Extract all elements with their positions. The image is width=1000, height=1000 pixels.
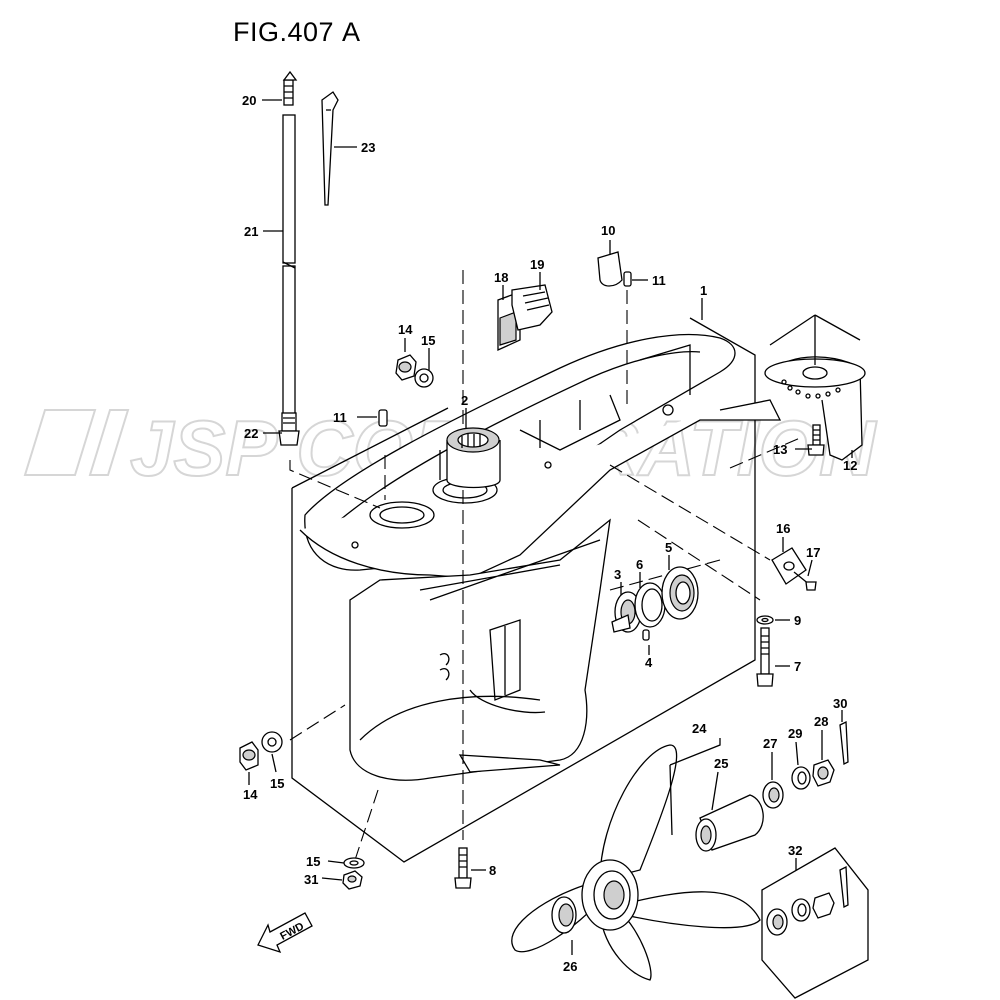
label-24: 24 bbox=[692, 721, 707, 736]
label-1: 1 bbox=[700, 283, 707, 298]
label-19: 19 bbox=[530, 257, 544, 272]
part-number-labels: 20 23 21 22 14 15 11 2 10 11 18 19 1 12 … bbox=[242, 93, 857, 974]
leader-lines bbox=[248, 99, 853, 955]
bolt-8[interactable] bbox=[454, 847, 472, 889]
label-10: 10 bbox=[601, 223, 615, 238]
label-11-left: 11 bbox=[333, 410, 347, 425]
bolt-plate[interactable] bbox=[793, 571, 817, 591]
thrust-washer[interactable] bbox=[551, 896, 577, 934]
cap-plug[interactable] bbox=[597, 251, 623, 287]
bolt-trim-tab[interactable] bbox=[807, 424, 825, 456]
label-11-right: 11 bbox=[652, 273, 666, 288]
label-6: 6 bbox=[636, 557, 643, 572]
key-pin[interactable] bbox=[642, 629, 650, 641]
label-21: 21 bbox=[244, 224, 258, 239]
propeller[interactable] bbox=[511, 744, 761, 981]
label-13: 13 bbox=[773, 442, 787, 457]
label-32: 32 bbox=[788, 843, 802, 858]
cotter-pin-30[interactable] bbox=[839, 720, 849, 766]
hardware-kit-box[interactable] bbox=[761, 847, 869, 999]
bolt-7[interactable] bbox=[756, 627, 774, 687]
bolt-upper-left[interactable] bbox=[395, 354, 417, 381]
nut-31[interactable] bbox=[342, 870, 363, 890]
label-30: 30 bbox=[833, 696, 847, 711]
trim-tab-anode[interactable] bbox=[764, 314, 866, 461]
label-29: 29 bbox=[788, 726, 802, 741]
label-8: 8 bbox=[489, 863, 496, 878]
washer-upper-left[interactable] bbox=[414, 368, 434, 388]
bearing-carrier[interactable] bbox=[611, 591, 642, 633]
cable-tie[interactable] bbox=[321, 91, 339, 206]
label-4: 4 bbox=[645, 655, 653, 670]
washer-lower-left[interactable] bbox=[261, 731, 283, 753]
label-16: 16 bbox=[776, 521, 790, 536]
label-15-upper: 15 bbox=[421, 333, 435, 348]
washer-29[interactable] bbox=[791, 766, 811, 790]
label-5: 5 bbox=[665, 540, 672, 555]
alignment-lines bbox=[289, 270, 801, 861]
figure-title: FIG.407 A bbox=[233, 17, 361, 47]
washer-9[interactable] bbox=[756, 615, 774, 625]
bolt-lower-left[interactable] bbox=[239, 741, 259, 771]
castle-nut-28[interactable] bbox=[812, 759, 835, 787]
seal-ring[interactable] bbox=[634, 582, 666, 628]
label-14-upper: 14 bbox=[398, 322, 413, 337]
pickup-bracket[interactable] bbox=[497, 284, 553, 352]
dowel-pin-left[interactable] bbox=[378, 409, 388, 427]
dowel-pin-right[interactable] bbox=[623, 271, 632, 287]
label-2: 2 bbox=[461, 393, 468, 408]
label-3: 3 bbox=[614, 567, 621, 582]
label-27: 27 bbox=[763, 736, 777, 751]
label-28: 28 bbox=[814, 714, 828, 729]
prop-bushing[interactable] bbox=[695, 794, 764, 852]
label-7: 7 bbox=[794, 659, 801, 674]
bearing[interactable] bbox=[661, 566, 699, 620]
label-9: 9 bbox=[794, 613, 801, 628]
label-26: 26 bbox=[563, 959, 577, 974]
forward-direction-arrow: FWD bbox=[257, 912, 313, 954]
label-15-bottom: 15 bbox=[306, 854, 320, 869]
label-23: 23 bbox=[361, 140, 375, 155]
label-18: 18 bbox=[494, 270, 508, 285]
spacer-27[interactable] bbox=[762, 781, 784, 809]
fwd-label: FWD bbox=[278, 920, 306, 942]
shift-rod-assembly[interactable] bbox=[278, 70, 300, 446]
label-14-lower: 14 bbox=[243, 787, 258, 802]
label-31: 31 bbox=[304, 872, 318, 887]
label-25: 25 bbox=[714, 756, 728, 771]
label-12: 12 bbox=[843, 458, 857, 473]
gear-case-housing[interactable] bbox=[291, 317, 782, 863]
washer-bottom[interactable] bbox=[343, 857, 365, 869]
label-17: 17 bbox=[806, 545, 820, 560]
label-15-lower: 15 bbox=[270, 776, 284, 791]
label-22: 22 bbox=[244, 426, 258, 441]
driveshaft-bearing-housing[interactable] bbox=[446, 427, 501, 489]
mounting-plate[interactable] bbox=[771, 547, 807, 585]
label-20: 20 bbox=[242, 93, 256, 108]
